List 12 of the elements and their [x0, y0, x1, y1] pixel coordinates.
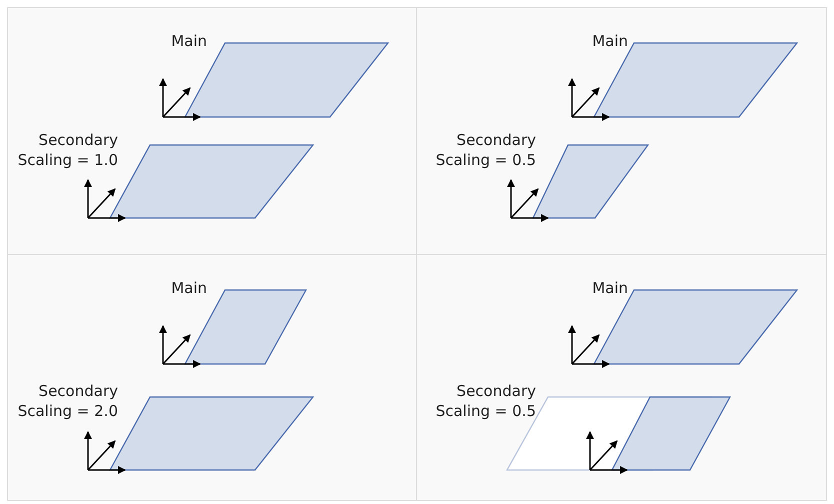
plane-label: Secondary Scaling = 1.0	[16, 130, 118, 170]
panel	[8, 255, 416, 500]
plane-label: Main	[170, 278, 207, 298]
plane-label: Main	[170, 31, 207, 51]
panel	[417, 255, 826, 500]
panel	[8, 8, 416, 254]
plane-label: Secondary Scaling = 0.5	[434, 130, 536, 170]
plane-label: Main	[591, 278, 628, 298]
panel	[417, 8, 826, 254]
plane-label: Secondary Scaling = 2.0	[16, 381, 118, 421]
plane-label: Main	[591, 31, 628, 51]
plane-label: Secondary Scaling = 0.5	[434, 381, 536, 421]
